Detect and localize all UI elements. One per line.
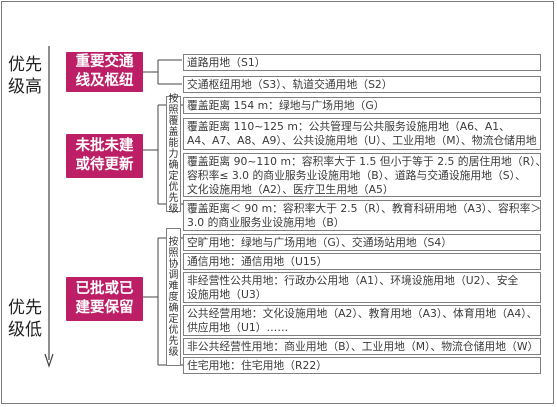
- land-item-line: 通信用地：通信用地（U15）: [187, 255, 328, 268]
- land-item-line: 公共经营用地：文化设施用地（A2）、教育用地（A3）、体育用地（A4）、: [187, 307, 538, 320]
- land-item-line: 3.0 的商业服务业设施用地（B）: [187, 216, 345, 229]
- side-note-coverage: 按照覆盖能力确定优先级: [166, 93, 181, 215]
- priority-low-line2: 级低: [8, 320, 42, 340]
- category-box-approved: 已批或已建要保留: [66, 277, 143, 321]
- land-item-line: 容积率≤ 3.0 的商业服务业设施用地（B）、道路与交通设施用地（S）、: [187, 169, 526, 182]
- priority-high-line2: 级高: [8, 77, 42, 97]
- side-note-coordination-text: 按照协调难度确定优先级: [168, 236, 179, 358]
- side-note-coverage-text: 按照覆盖能力确定优先级: [168, 93, 179, 215]
- land-item-line: 供应用地（U1）……: [187, 321, 289, 334]
- land-item: 非经营性公共用地：行政办公用地（A1）、环境设施用地（U2）、安全 设施用地（U…: [183, 272, 541, 303]
- land-item: 住宅用地：住宅用地（R22）: [183, 357, 541, 374]
- priority-low-label: 优先 级低: [3, 297, 47, 341]
- land-item: 覆盖距离＜ 90 m：容积率大于 2.5（R）、教育科研用地（A3）、容积率＞ …: [183, 200, 541, 231]
- priority-high-line1: 优先: [8, 55, 42, 75]
- land-item: 交通枢纽用地（S3）、轨道交通用地（S2）: [183, 76, 541, 93]
- category-box-important-transport: 重要交通线及枢纽: [66, 52, 143, 92]
- land-item: 非公共经营性用地：商业用地（B）、工业用地（M）、物流仓储用地（W）: [183, 338, 541, 355]
- category-label-line2: 或待更新: [75, 157, 134, 173]
- side-note-coordination: 按照协调难度确定优先级: [166, 228, 181, 366]
- land-item-line: A4、A7、A8、A9）、公共设施用地（U）、工业用地（M）、物流仓储用地（W）: [187, 134, 541, 147]
- land-item: 覆盖距离 154 m：绿地与广场用地（G）: [183, 97, 541, 114]
- priority-low-line1: 优先: [8, 298, 42, 318]
- land-item-line: 非公共经营性用地：商业用地（B）、工业用地（M）、物流仓储用地（W）: [187, 340, 539, 353]
- land-item-line: 空旷用地：绿地与广场用地（G）、交通场站用地（S4）: [187, 236, 453, 249]
- land-item: 空旷用地：绿地与广场用地（G）、交通场站用地（S4）: [183, 234, 541, 251]
- land-item: 覆盖距离 90~110 m：容积率大于 1.5 但小于等于 2.5 的居住用地（…: [183, 153, 541, 197]
- land-item: 通信用地：通信用地（U15）: [183, 253, 541, 270]
- category-label-line2: 建要保留: [75, 300, 134, 316]
- land-item: 道路用地（S1）: [183, 54, 541, 71]
- land-item-line: 住宅用地：住宅用地（R22）: [187, 359, 328, 372]
- category-label-line1: 重要交通: [75, 54, 134, 70]
- land-item-line: 设施用地（U3）: [187, 288, 267, 301]
- category-label-line2: 线及枢纽: [75, 73, 134, 89]
- land-item-line: 覆盖距离 110~125 m：公共管理与公共服务设施用地（A6、A1、: [187, 120, 510, 133]
- priority-high-label: 优先 级高: [3, 54, 47, 98]
- land-item-line: 交通枢纽用地（S3）、轨道交通用地（S2）: [187, 78, 393, 91]
- priority-axis-arrow: [44, 46, 54, 368]
- land-item: 公共经营用地：文化设施用地（A2）、教育用地（A3）、体育用地（A4）、 供应用…: [183, 305, 541, 336]
- land-item-line: 道路用地（S1）: [187, 56, 266, 69]
- land-item-line: 覆盖距离 90~110 m：容积率大于 1.5 但小于等于 2.5 的居住用地（…: [187, 155, 541, 168]
- land-item-line: 覆盖距离 154 m：绿地与广场用地（G）: [187, 99, 385, 112]
- category-label-line1: 已批或已: [75, 281, 134, 297]
- category-box-unapproved: 未批未建或待更新: [66, 134, 143, 178]
- land-item-line: 覆盖距离＜ 90 m：容积率大于 2.5（R）、教育科研用地（A3）、容积率＞: [187, 202, 541, 215]
- land-item: 覆盖距离 110~125 m：公共管理与公共服务设施用地（A6、A1、 A4、A…: [183, 118, 541, 150]
- land-item-line: 非经营性公共用地：行政办公用地（A1）、环境设施用地（U2）、安全: [187, 274, 519, 287]
- category-label-line1: 未批未建: [75, 138, 134, 154]
- land-item-line: 文化设施用地（A2）、医疗卫生用地（A5）: [187, 183, 394, 196]
